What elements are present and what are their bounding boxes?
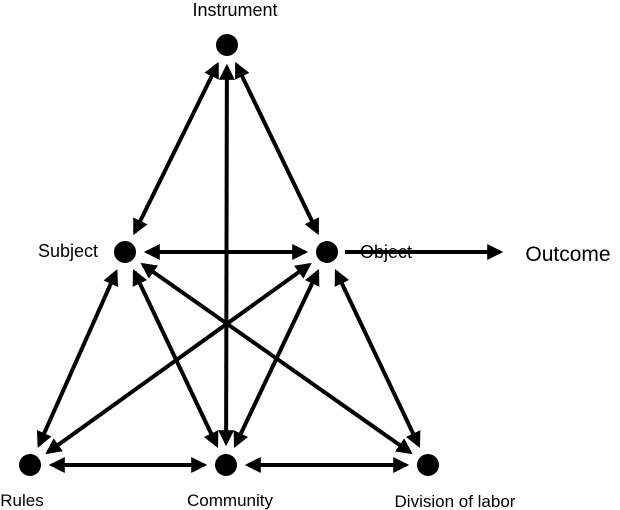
edge-subject-rules xyxy=(36,269,119,448)
node-instrument xyxy=(216,34,238,56)
node-subject xyxy=(114,241,136,263)
rules-label: Rules xyxy=(0,491,43,510)
edge-instrument-subject xyxy=(132,61,220,236)
community-label: Community xyxy=(187,491,273,510)
object-label: Object xyxy=(360,242,412,262)
nodes-layer xyxy=(19,34,439,476)
edge-object-division xyxy=(334,269,421,448)
outcome-label: Outcome xyxy=(525,243,610,266)
node-object xyxy=(316,241,338,263)
edge-object-rules xyxy=(45,262,312,455)
node-division xyxy=(417,454,439,476)
edge-instrument-object xyxy=(234,61,320,236)
node-community xyxy=(215,454,237,476)
subject-label: Subject xyxy=(38,241,98,261)
edges-layer xyxy=(36,61,504,473)
division-of-labor-label: Division of labor xyxy=(395,492,516,510)
instrument-label: Instrument xyxy=(192,0,277,20)
edge-instrument-community xyxy=(218,63,235,447)
node-rules xyxy=(19,454,41,476)
edge-object-community xyxy=(233,269,320,448)
